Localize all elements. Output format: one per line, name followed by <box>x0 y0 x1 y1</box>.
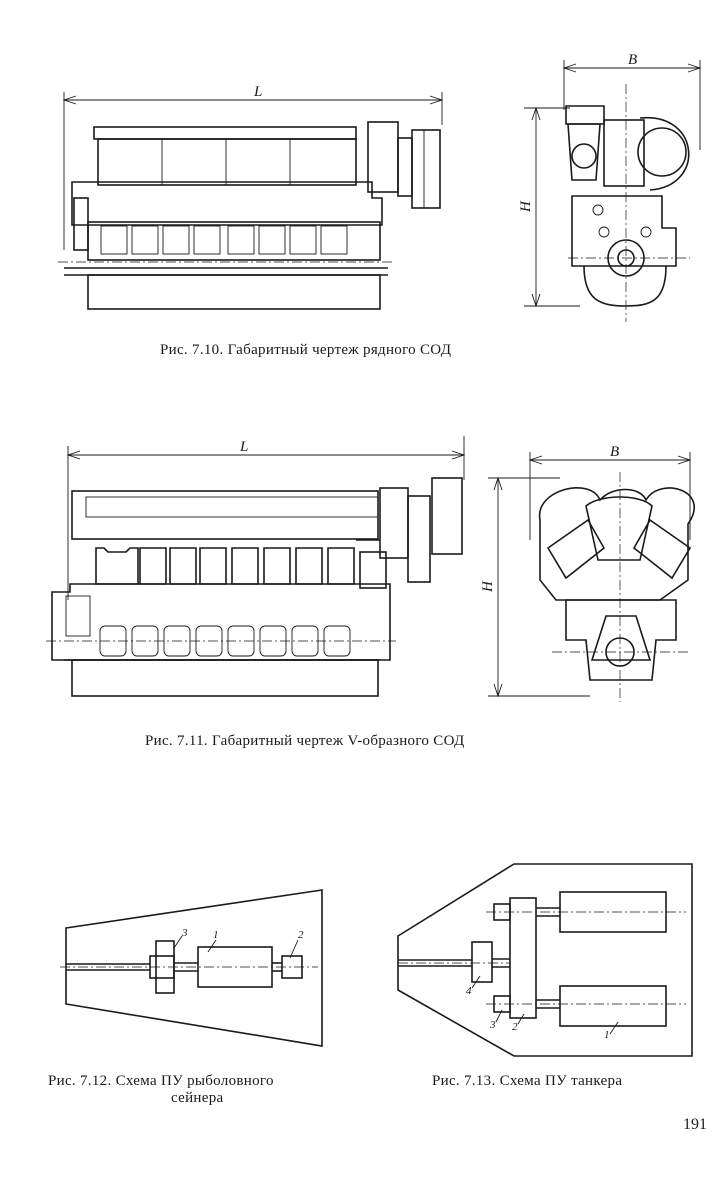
fig713-label-2: 2 <box>512 1021 518 1033</box>
fig713-label-3: 3 <box>489 1019 496 1031</box>
fig713-label-4: 4 <box>466 985 472 997</box>
fig713-label-1: 1 <box>604 1029 610 1041</box>
page-number: 191 <box>683 1116 707 1134</box>
caption-fig-7-13: Рис. 7.13. Схема ПУ танкера <box>432 1073 622 1090</box>
